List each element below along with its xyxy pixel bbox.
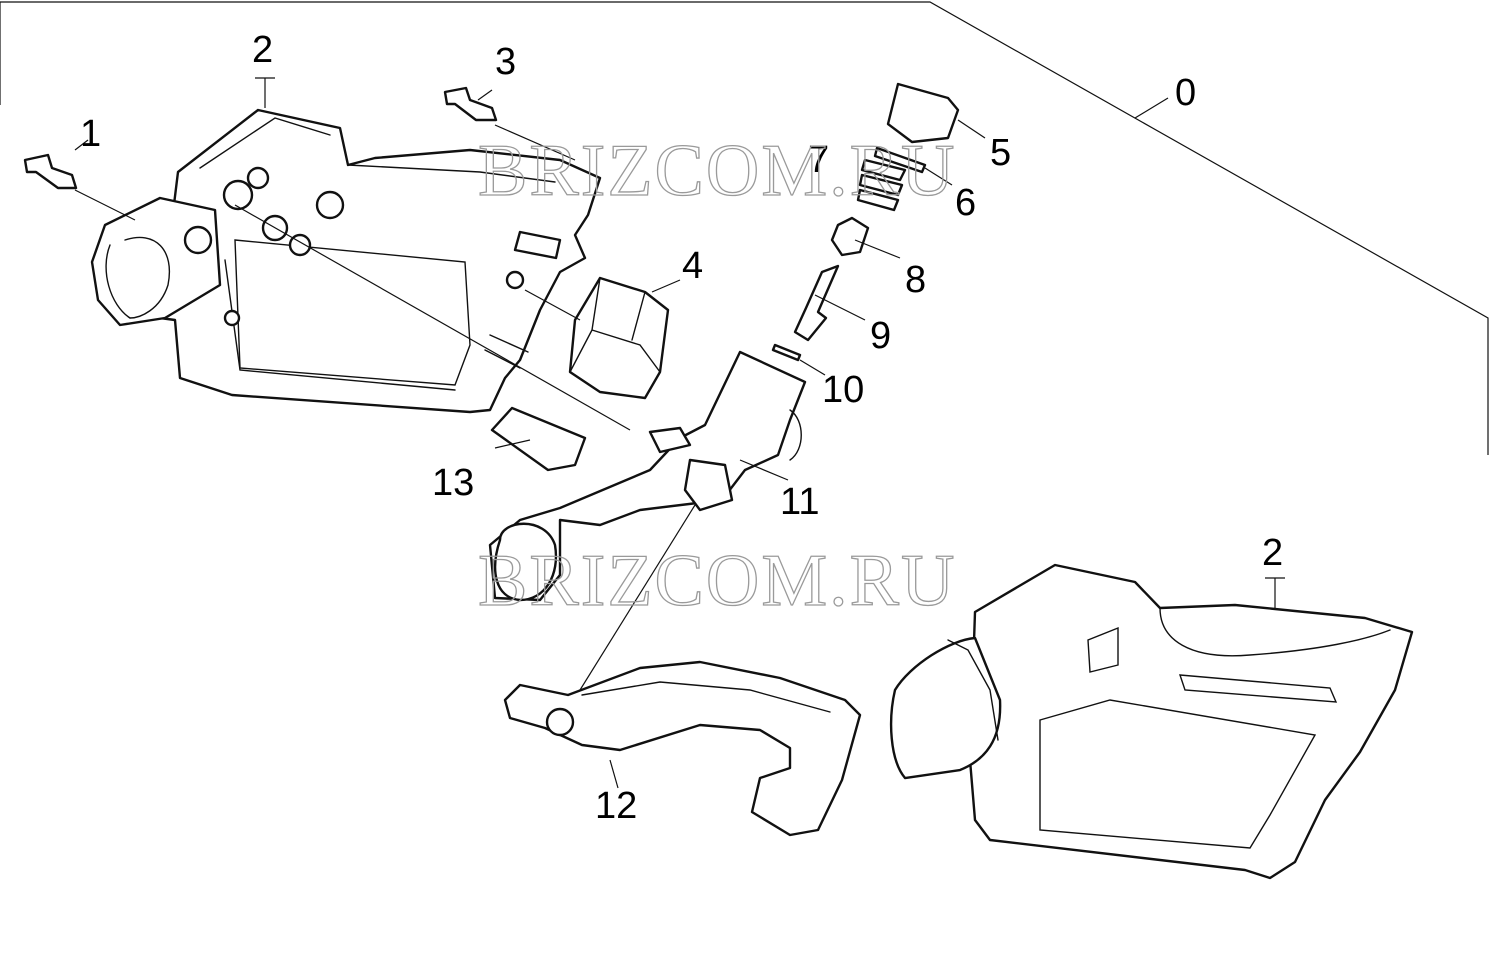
right-housing-half — [889, 563, 1414, 880]
callout-12: 12 — [595, 785, 637, 827]
valve-8 — [830, 216, 870, 257]
spring-7 — [856, 158, 907, 212]
leader-lines — [74, 77, 1285, 789]
watermark-top: BRIZCOM.RU — [478, 130, 956, 212]
callout-13: 13 — [432, 462, 474, 504]
lever-12 — [503, 660, 862, 837]
nozzle-body-11 — [488, 350, 807, 602]
callout-7: 7 — [808, 139, 829, 181]
screw-1 — [23, 153, 78, 190]
callout-2-right: 2 — [1262, 532, 1283, 574]
callout-4: 4 — [682, 245, 703, 287]
screw-3 — [443, 86, 498, 122]
ring-6 — [873, 146, 927, 174]
left-housing-half — [90, 108, 602, 414]
callout-1: 1 — [80, 113, 101, 155]
callout-3: 3 — [495, 41, 516, 83]
stem-9 — [793, 264, 840, 342]
oring-10 — [771, 343, 802, 362]
callout-8: 8 — [905, 259, 926, 301]
callout-11: 11 — [780, 481, 819, 523]
callout-9: 9 — [870, 315, 891, 357]
callout-5: 5 — [990, 132, 1011, 174]
callout-10: 10 — [822, 369, 864, 411]
pad-13 — [490, 406, 587, 472]
callout-2-left: 2 — [252, 29, 273, 71]
callout-6: 6 — [955, 182, 976, 224]
watermark-bottom: BRIZCOM.RU — [478, 540, 956, 622]
callout-0: 0 — [1175, 72, 1196, 114]
block-4 — [568, 276, 670, 400]
plug-5 — [886, 82, 960, 144]
assembly-frame — [0, 1, 1489, 455]
